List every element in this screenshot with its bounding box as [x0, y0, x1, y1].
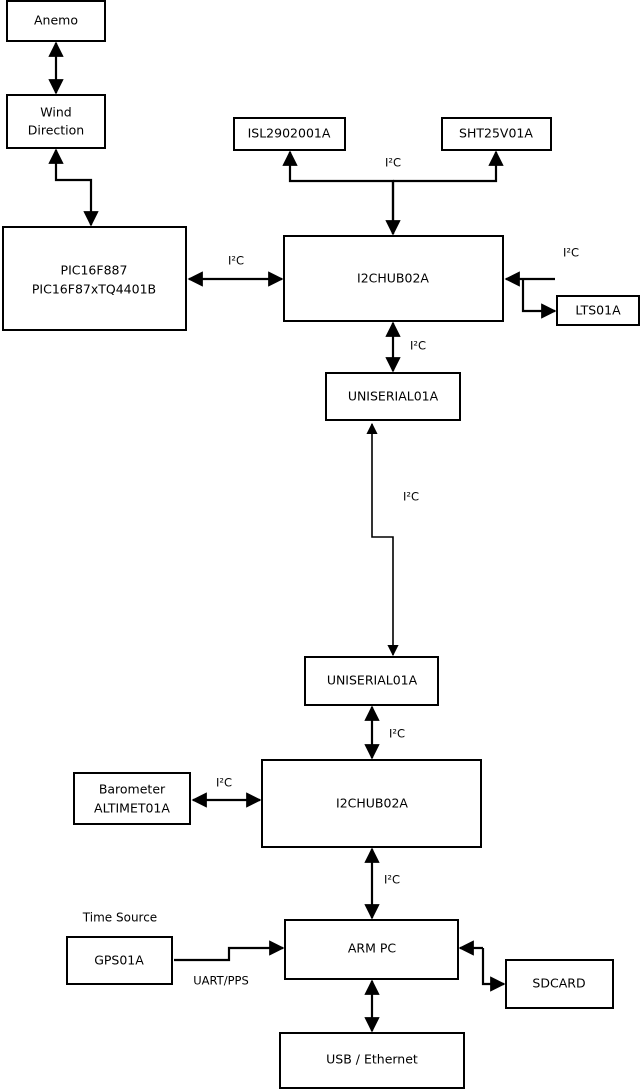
- node-sht25v01a-box[interactable]: [441, 117, 552, 151]
- node-wind-direction[interactable]: Wind Direction: [6, 94, 106, 149]
- node-gps01a-label: GPS01A: [94, 953, 144, 968]
- connector-hubtop-isl: [282, 150, 395, 234]
- edge-label-i2c-pic-hub: I²C: [228, 254, 244, 268]
- edge-label-i2c-hub-uniserial: I²C: [410, 339, 426, 353]
- connector-hubtop-lts-out: [521, 279, 557, 319]
- node-i2chub02a-top-box[interactable]: [283, 235, 504, 322]
- node-gps01a-box[interactable]: [66, 936, 173, 985]
- node-sht25v01a[interactable]: SHT25V01A: [441, 117, 552, 151]
- edge-label-i2c-hub-armpc: I²C: [384, 873, 400, 887]
- node-i2chub02a-bottom[interactable]: I2CHUB02A: [261, 759, 482, 848]
- node-wind-direction-box[interactable]: [6, 94, 106, 149]
- node-lts01a-box[interactable]: [556, 295, 640, 326]
- edge-label-i2c-uniserial-hub-bottom: I²C: [389, 727, 405, 741]
- node-anemo[interactable]: Anemo: [6, 0, 106, 42]
- node-uniserial01a-upper[interactable]: UNISERIAL01A: [325, 372, 461, 421]
- edge-label-i2c-hub-lts: I²C: [563, 246, 579, 260]
- edge-label-i2c-uniserial-uniserial: I²C: [403, 490, 419, 504]
- node-lts01a-label: LTS01A: [575, 303, 621, 318]
- node-uniserial01a-lower-box[interactable]: [304, 656, 439, 706]
- node-lts01a[interactable]: LTS01A: [556, 295, 640, 326]
- node-i2chub02a-top-label: I2CHUB02A: [357, 271, 429, 286]
- node-uniserial01a-upper-box[interactable]: [325, 372, 461, 421]
- node-pic-mcu-label-line2: PIC16F87xTQ4401B: [32, 282, 156, 297]
- node-sdcard-label: SDCARD: [532, 976, 585, 991]
- node-usb-ethernet-box[interactable]: [279, 1032, 465, 1089]
- node-isl2902001a-box[interactable]: [233, 117, 346, 151]
- node-sdcard-box[interactable]: [505, 959, 614, 1009]
- node-pic-mcu-box[interactable]: [2, 226, 187, 331]
- node-sdcard[interactable]: SDCARD: [505, 959, 614, 1009]
- node-i2chub02a-top[interactable]: I2CHUB02A: [283, 235, 504, 322]
- node-arm-pc-label: ARM PC: [348, 941, 397, 956]
- node-barometer[interactable]: Barometer ALTIMET01A: [73, 772, 191, 825]
- edge-label-i2c-hub-sensors: I²C: [385, 156, 401, 170]
- node-uniserial01a-lower-label: UNISERIAL01A: [327, 673, 418, 688]
- node-pic-mcu-label-line1: PIC16F887: [61, 263, 128, 278]
- node-usb-ethernet[interactable]: USB / Ethernet: [279, 1032, 465, 1089]
- node-arm-pc[interactable]: ARM PC: [284, 919, 459, 980]
- node-uniserial01a-upper-label: UNISERIAL01A: [348, 389, 439, 404]
- connector-hubtop-sht: [393, 150, 504, 183]
- node-pic-mcu[interactable]: PIC16F887 PIC16F87xTQ4401B: [2, 226, 187, 331]
- connector-armpc-sdcard-out: [481, 948, 506, 992]
- connector-gps-armpc: [174, 940, 285, 962]
- node-anemo-label: Anemo: [34, 13, 78, 28]
- node-sht25v01a-label: SHT25V01A: [459, 126, 533, 141]
- free-label-layer: Time Source: [82, 911, 157, 925]
- connector-wind-pic: [48, 148, 99, 227]
- edge-label-uart-pps: UART/PPS: [193, 974, 249, 988]
- node-i2chub02a-bottom-label: I2CHUB02A: [336, 796, 408, 811]
- node-gps01a[interactable]: GPS01A: [66, 936, 173, 985]
- label-time-source: Time Source: [82, 911, 157, 925]
- node-barometer-label-line2: ALTIMET01A: [94, 801, 170, 816]
- edge-label-i2c-barometer-hub: I²C: [216, 776, 232, 790]
- node-usb-ethernet-label: USB / Ethernet: [326, 1052, 418, 1067]
- node-wind-direction-label-line1: Wind: [40, 105, 71, 120]
- node-wind-direction-label-line2: Direction: [28, 123, 84, 138]
- node-i2chub02a-bottom-box[interactable]: [261, 759, 482, 848]
- node-isl2902001a[interactable]: ISL2902001A: [233, 117, 346, 151]
- connector-uniserial-uniserial: [366, 422, 399, 657]
- node-uniserial01a-lower[interactable]: UNISERIAL01A: [304, 656, 439, 706]
- connector-layer: [48, 41, 557, 1033]
- node-anemo-box[interactable]: [6, 0, 106, 42]
- node-barometer-label-line1: Barometer: [99, 782, 166, 797]
- edge-label-layer: I²C I²C I²C I²C I²C I²C I²C I²C UART/PPS: [193, 156, 579, 988]
- node-isl2902001a-label: ISL2902001A: [248, 126, 331, 141]
- node-barometer-box[interactable]: [73, 772, 191, 825]
- node-arm-pc-box[interactable]: [284, 919, 459, 980]
